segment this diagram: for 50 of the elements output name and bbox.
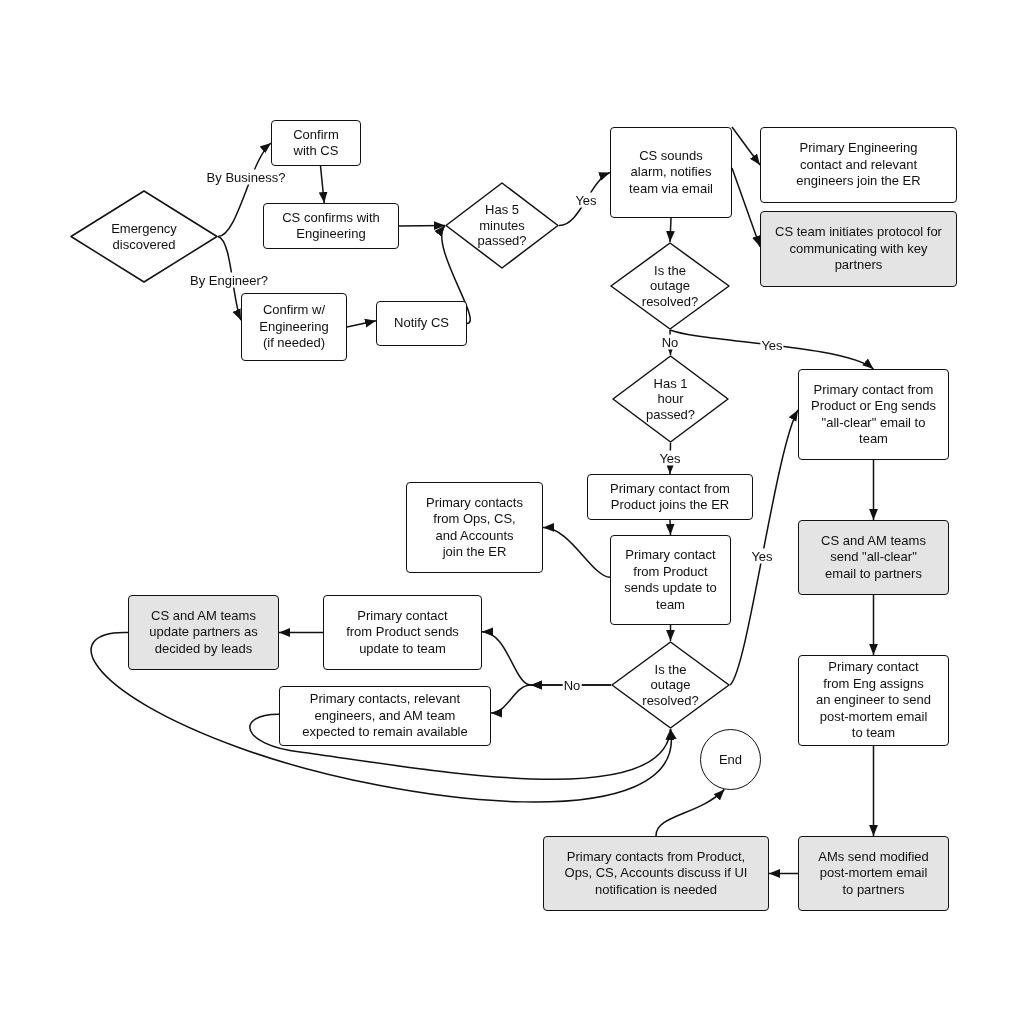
process-box: Confirm with CS bbox=[271, 120, 361, 166]
process-box: Primary contact from Product sends update to team bbox=[610, 535, 731, 625]
process-box: CS confirms with Engineering bbox=[263, 203, 399, 249]
arrow bbox=[542, 524, 611, 579]
arrow bbox=[398, 221, 446, 230]
arrow bbox=[731, 126, 761, 166]
arrow bbox=[869, 459, 878, 521]
arrow bbox=[665, 519, 675, 536]
arrow bbox=[731, 167, 761, 248]
edge-label: By Engineer? bbox=[188, 272, 270, 288]
arrow bbox=[666, 624, 675, 642]
decision-diamond: Has 1 hour passed? bbox=[612, 355, 729, 443]
process-box: Primary contacts, relevant engineers, and AM team expected to remain available bbox=[279, 686, 491, 746]
arrow bbox=[490, 680, 612, 718]
arrow bbox=[318, 165, 328, 204]
arrow bbox=[729, 409, 799, 686]
edge-label: Yes bbox=[574, 192, 598, 208]
edge-label: Yes bbox=[658, 450, 682, 466]
process-box: CS sounds alarm, notifies team via email bbox=[610, 127, 732, 218]
process-box: Primary contact from Product joins the ER bbox=[587, 474, 753, 520]
process-box: CS and AM teams send "all-clear" email to partners bbox=[798, 520, 949, 595]
process-box: Notify CS bbox=[376, 301, 467, 346]
arrow bbox=[249, 713, 672, 780]
arrow bbox=[869, 594, 878, 656]
arrow bbox=[346, 318, 377, 328]
decision-diamond: Is the outage resolved? bbox=[610, 242, 730, 330]
process-box: CS team initiates protocol for communicating with key partners bbox=[760, 211, 957, 287]
edge-label: No bbox=[660, 334, 680, 350]
process-box: Primary contact from Eng assigns an engineer to send post-mortem email to team bbox=[798, 655, 949, 746]
arrow bbox=[436, 224, 471, 325]
process-box: Primary contacts from Product, Ops, CS, Accounts discuss if UI notification is needed bbox=[543, 836, 769, 911]
process-box: Confirm w/ Engineering (if needed) bbox=[241, 293, 347, 361]
arrow bbox=[869, 745, 878, 837]
process-box: Primary Engineering contact and relevant engineers join the ER bbox=[760, 127, 957, 203]
process-box: Primary contact from Product sends update to team bbox=[323, 595, 482, 670]
edge-label: Yes bbox=[750, 548, 774, 564]
arrow bbox=[768, 869, 799, 878]
arrow bbox=[278, 628, 324, 637]
decision-diamond: Is the outage resolved? bbox=[611, 641, 730, 729]
arrow bbox=[669, 329, 875, 370]
arrow bbox=[666, 217, 675, 243]
process-box: AMs send modified post-mortem email to partners bbox=[798, 836, 949, 911]
arrow bbox=[558, 171, 611, 227]
decision-diamond: Has 5 minutes passed? bbox=[445, 182, 559, 269]
arrow bbox=[655, 788, 726, 837]
edge-label: By Business? bbox=[205, 169, 287, 185]
arrow bbox=[90, 631, 675, 803]
process-box: Primary contacts from Ops, CS, and Accounts join the ER bbox=[406, 482, 543, 573]
process-box: CS and AM teams update partners as decided by leads bbox=[128, 595, 279, 670]
process-box: Primary contact from Product or Eng sends "all-clear" email to team bbox=[798, 369, 949, 460]
